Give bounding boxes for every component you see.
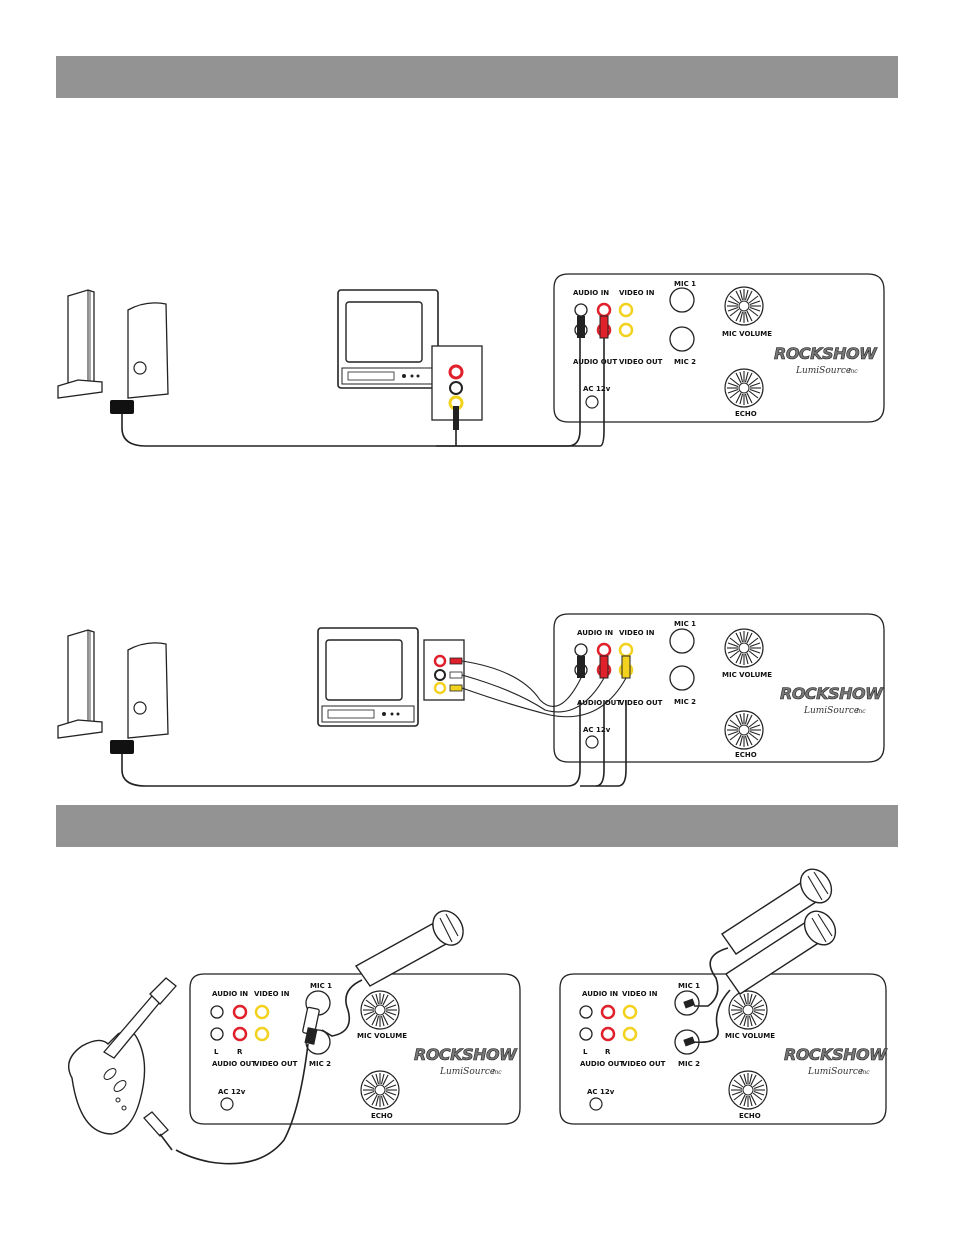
microphone-icon	[721, 868, 833, 955]
label-audio-out: AUDIO OUT	[212, 1060, 256, 1068]
label-audio-out: AUDIO OUT	[580, 1060, 624, 1068]
label-mic1: MIC 1	[678, 982, 700, 990]
brand-logo: ROCKSHOW	[784, 1045, 888, 1064]
label-video-in: VIDEO IN	[622, 990, 658, 998]
brand-logo: ROCKSHOW	[414, 1045, 518, 1064]
label-video-in: VIDEO IN	[619, 289, 655, 297]
label-video-in: VIDEO IN	[619, 629, 655, 637]
brand-suffix: Inc	[855, 708, 866, 715]
microphone-icon	[354, 910, 464, 987]
label-mic2: MIC 2	[678, 1060, 700, 1068]
label-audio-out: AUDIO OUT	[577, 699, 621, 707]
game-console-icon	[57, 629, 169, 739]
brand-maker: LumiSource	[439, 1067, 495, 1077]
label-r: R	[237, 1048, 243, 1056]
label-mic1: MIC 1	[674, 280, 696, 288]
label-mic2: MIC 2	[674, 698, 696, 706]
brand-maker: LumiSource	[807, 1067, 863, 1077]
label-mic2: MIC 2	[674, 358, 696, 366]
television-icon	[317, 627, 419, 727]
label-audio-in: AUDIO IN	[212, 990, 248, 998]
label-audio-in: AUDIO IN	[573, 289, 609, 297]
brand-maker: LumiSource	[803, 706, 859, 716]
label-ac: AC 12v	[218, 1088, 246, 1096]
label-echo: ECHO	[735, 410, 757, 418]
label-r: R	[605, 1048, 611, 1056]
label-audio-in: AUDIO IN	[582, 990, 618, 998]
brand-logo: ROCKSHOW	[774, 344, 878, 363]
label-audio-in: AUDIO IN	[577, 629, 613, 637]
section-header-bar-top	[56, 56, 898, 98]
label-mic-volume: MIC VOLUME	[722, 330, 772, 338]
label-mic1: MIC 1	[310, 982, 332, 990]
brand-suffix: Inc	[847, 368, 858, 375]
label-ac: AC 12v	[583, 385, 611, 393]
label-mic-volume: MIC VOLUME	[722, 671, 772, 679]
label-l: L	[583, 1048, 588, 1056]
brand-logo: ROCKSHOW	[780, 684, 884, 703]
label-video-out: VIDEO OUT	[619, 358, 663, 366]
label-mic2: MIC 2	[309, 1060, 331, 1068]
label-audio-out: AUDIO OUT	[573, 358, 617, 366]
label-echo: ECHO	[735, 751, 757, 759]
label-mic1: MIC 1	[674, 620, 696, 628]
label-video-out: VIDEO OUT	[619, 699, 663, 707]
label-mic-volume: MIC VOLUME	[725, 1032, 775, 1040]
section-header-bar-bottom	[56, 805, 898, 847]
microphone-icon	[725, 910, 837, 995]
label-echo: ECHO	[371, 1112, 393, 1120]
guitar-controller-icon	[68, 977, 177, 1135]
label-mic-volume: MIC VOLUME	[357, 1032, 407, 1040]
brand-suffix: Inc	[859, 1069, 870, 1076]
label-l: L	[214, 1048, 219, 1056]
television-icon	[337, 289, 439, 389]
label-ac: AC 12v	[587, 1088, 615, 1096]
label-ac: AC 12v	[583, 726, 611, 734]
label-video-in: VIDEO IN	[254, 990, 290, 998]
label-echo: ECHO	[739, 1112, 761, 1120]
brand-maker: LumiSource	[795, 366, 851, 376]
label-video-out: VIDEO OUT	[622, 1060, 666, 1068]
label-video-out: VIDEO OUT	[254, 1060, 298, 1068]
brand-suffix: Inc	[491, 1069, 502, 1076]
game-console-icon	[57, 289, 169, 399]
